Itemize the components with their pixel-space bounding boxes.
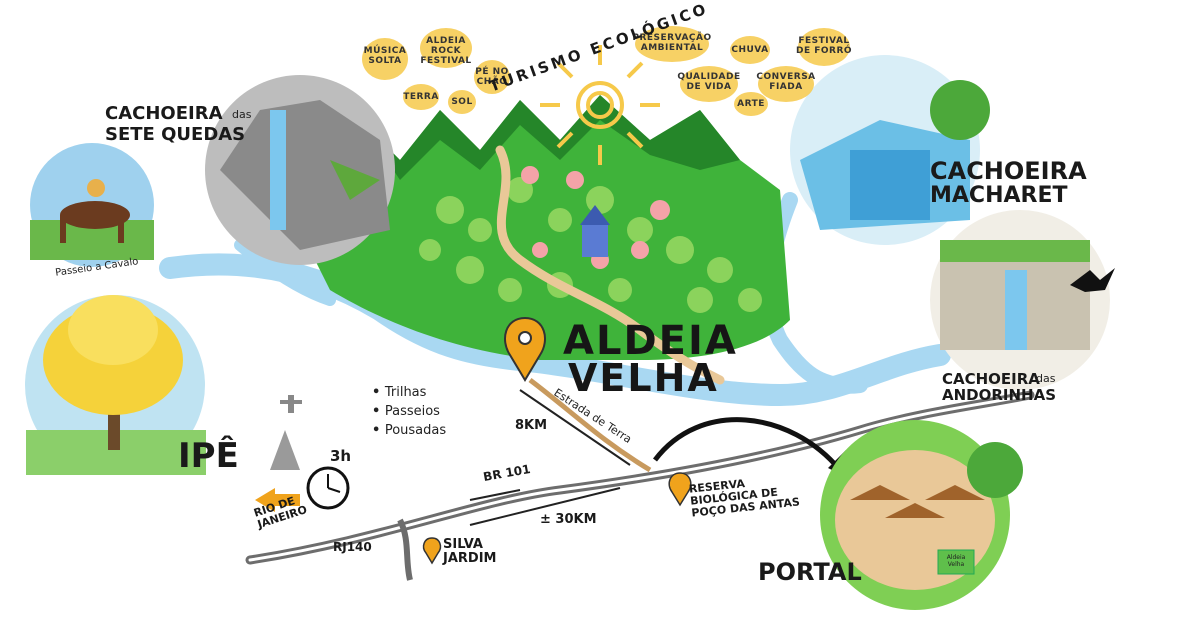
andorinhas-small: das (1036, 372, 1056, 385)
vignette-portal (820, 420, 1023, 610)
ipe-label: IPÊ (178, 436, 239, 476)
silva-jardim-label: SILVA JARDIM (443, 537, 497, 566)
vignette-macharet (790, 55, 990, 245)
tag-bubble (798, 28, 850, 66)
portal-label: PORTAL (758, 558, 862, 586)
activity-item: Pousadas (372, 421, 446, 440)
tag-bubble (403, 84, 439, 110)
tag-sol: SOL (451, 97, 473, 107)
clock-icon (306, 466, 350, 510)
dist-30km: ± 30KM (540, 512, 597, 527)
sete-quedas-sub: SETE QUEDAS (105, 124, 246, 145)
sete-quedas-small: das (232, 108, 252, 121)
place-line1: ALDEIA (563, 318, 738, 364)
tag-bubble (420, 28, 472, 68)
village-road (495, 145, 725, 385)
tag-chuva: CHUVA (731, 45, 769, 55)
tag-bubble (448, 90, 476, 114)
tag-bubble (680, 66, 738, 102)
tag-preservacao: PRESERVAÇÃO AMBIENTAL (632, 33, 712, 53)
tag-pe-no-chao: PÉ NO CHÃO (475, 67, 509, 87)
sete-quedas-main: CACHOEIRA (105, 103, 223, 124)
activities-list: Trilhas Passeios Pousadas (372, 383, 446, 440)
arrow-br101 (469, 489, 521, 501)
activity-item: Passeios (372, 402, 446, 421)
macharet-sub: MACHARET (930, 183, 1068, 208)
arrow-8km (519, 389, 631, 466)
river-branch-left (234, 239, 336, 306)
vignette-horse (30, 143, 154, 267)
mountain-shade (360, 95, 740, 180)
arrow-30km (469, 487, 621, 526)
road-estrada (528, 378, 652, 473)
place-line2: VELHA (568, 356, 719, 400)
tag-bubble (635, 26, 709, 62)
tag-bubble (474, 60, 510, 94)
swallow-icon (1070, 268, 1115, 292)
tag-aldeia-rock: ALDEIA ROCK FESTIVAL (420, 36, 472, 66)
tag-bubble (758, 66, 814, 102)
tag-qualidade: QUALIDADE DE VIDA (677, 72, 741, 92)
andorinhas-sub: ANDORINHAS (942, 386, 1057, 404)
tag-terra: TERRA (403, 92, 439, 102)
pin-reserva (668, 472, 692, 507)
vignette-sete-quedas (205, 75, 395, 265)
tag-arte: ARTE (737, 99, 765, 109)
mountain-area (300, 95, 790, 360)
pink-trees (521, 166, 670, 269)
rj140-label: RJ140 (333, 540, 372, 554)
time-3h: 3h (330, 447, 352, 465)
vignette-ipe (25, 295, 206, 475)
tag-bubble (734, 92, 768, 116)
cristo-icon (270, 395, 302, 470)
church-icon (580, 205, 610, 257)
andorinhas-main: CACHOEIRA (942, 370, 1040, 388)
macharet-main: CACHOEIRA (930, 157, 1087, 185)
rio-arrow-icon (255, 488, 300, 512)
road-rj140 (397, 518, 413, 581)
activity-item: Trilhas (372, 383, 446, 402)
sun-icon (540, 45, 660, 165)
tag-forro: FESTIVAL DE FORRÓ (795, 36, 853, 56)
dist-8km: 8KM (515, 418, 548, 433)
portal-sign: Aldeia Velha (946, 554, 966, 568)
tag-musica: MÚSICA SOLTA (363, 46, 407, 66)
tag-bubble (730, 36, 770, 64)
pin-silva (422, 537, 442, 565)
tag-bubble (362, 38, 408, 80)
road-br101-inner (248, 393, 1032, 562)
pin-aldeia (504, 316, 546, 382)
vignette-andorinhas (930, 210, 1110, 390)
arrow-portal (653, 417, 842, 472)
tag-conversa: CONVERSA FIADA (756, 72, 816, 92)
